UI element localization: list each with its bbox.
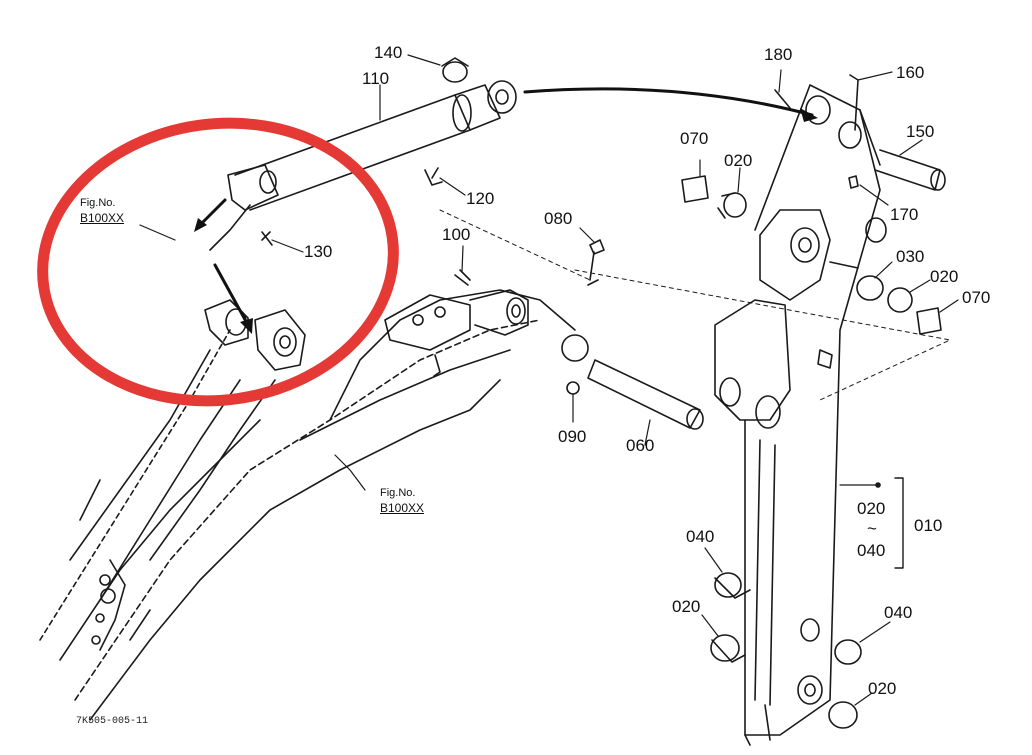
boom — [39, 289, 576, 721]
part-label-080: 080 — [544, 209, 573, 228]
part-label-020-bottom: 020 — [868, 679, 897, 698]
bushings — [681, 175, 942, 729]
part-label-110: 110 — [362, 69, 390, 88]
part-label-090: 090 — [558, 427, 587, 446]
highlight-circle — [37, 117, 399, 407]
fig-ref-top: Fig.No. B100XX — [80, 197, 124, 226]
part-label-030: 030 — [896, 247, 925, 266]
part-label-140: 140 — [374, 43, 403, 62]
drawing-code: 7K505-005-11 — [76, 716, 149, 727]
arm — [714, 84, 887, 746]
part-label-150: 150 — [906, 122, 935, 141]
part-label-120: 120 — [466, 189, 495, 208]
range-tilde: ~ — [867, 519, 877, 538]
part-label-040-right: 040 — [884, 603, 913, 622]
part-label-020-top: 020 — [724, 151, 753, 170]
part-label-060: 060 — [626, 436, 655, 455]
fig-ref-mid: Fig.No. B100XX — [380, 487, 424, 516]
fig-ref-mid-number: B100XX — [380, 500, 425, 515]
range-to: 040 — [857, 541, 886, 560]
part-label-070-top: 070 — [680, 129, 709, 148]
cylinder-110 — [209, 57, 517, 251]
part-label-070-right: 070 — [962, 288, 991, 307]
arrows — [198, 87, 814, 327]
pin-060 — [561, 334, 704, 430]
fig-ref-mid-title: Fig.No. — [380, 487, 416, 499]
fig-ref-top-number: B100XX — [80, 210, 125, 225]
part-label-040-left: 040 — [686, 527, 715, 546]
part-label-020-right: 020 — [930, 267, 959, 286]
leader-lines — [139, 54, 959, 706]
part-label-020-left: 020 — [672, 597, 701, 616]
bolt-080 — [454, 239, 605, 286]
part-label-100: 100 — [442, 225, 471, 244]
part-label-170: 170 — [890, 205, 919, 224]
fig-ref-top-title: Fig.No. — [80, 197, 116, 209]
part-label-130: 130 — [304, 242, 333, 261]
part-label-160: 160 — [896, 63, 925, 82]
range-from: 020 — [857, 499, 886, 518]
range-group-label: 010 — [914, 516, 943, 535]
part-label-180: 180 — [764, 45, 793, 64]
